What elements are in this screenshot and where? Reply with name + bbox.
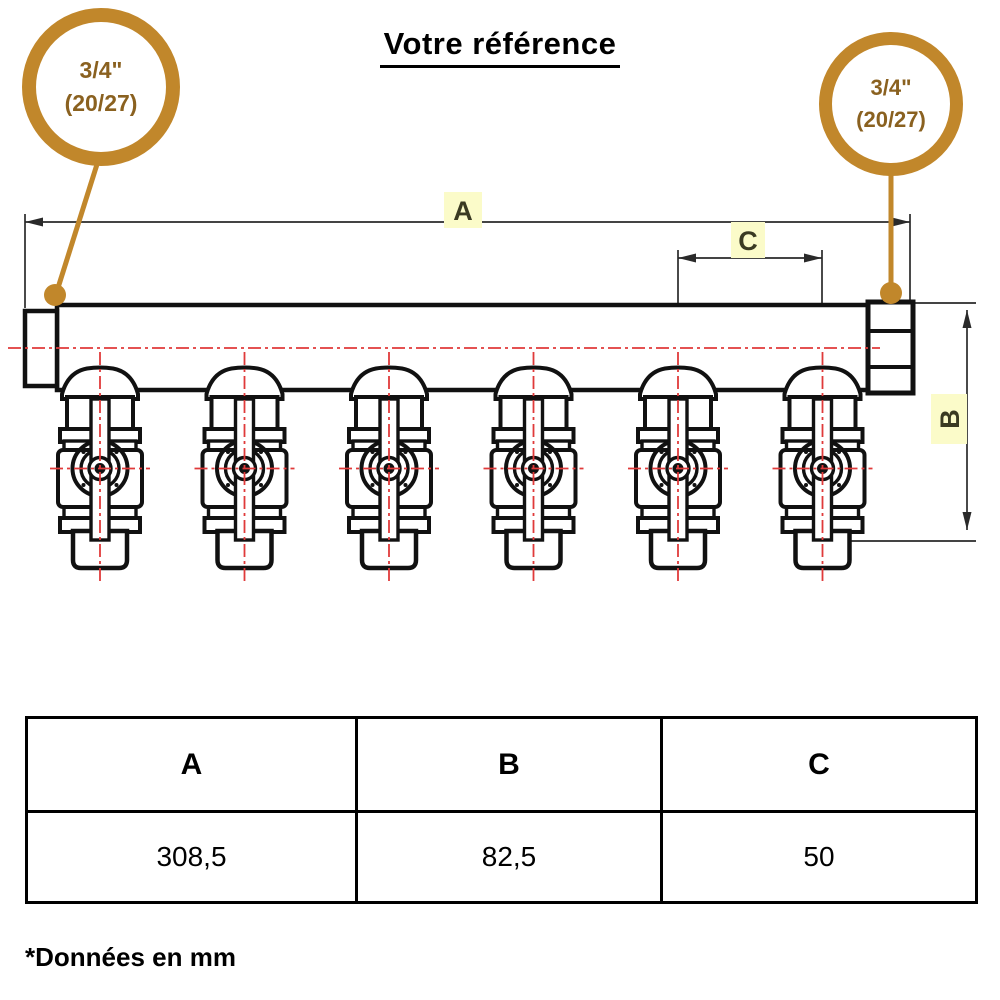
arrowhead-icon (804, 253, 822, 263)
arrowhead-icon (962, 310, 972, 328)
arrowhead-icon (25, 217, 43, 227)
table-value-row: 308,5 82,5 50 (25, 810, 978, 904)
outlet-valve (195, 352, 295, 585)
outlet-valve (50, 352, 150, 585)
outlet-valve (773, 352, 873, 585)
leader-dot (44, 284, 66, 306)
right-pipe-size-callout: 3/4" (20/27) (819, 32, 963, 176)
arrowhead-icon (962, 512, 972, 530)
table-header-a: A (25, 716, 358, 813)
table-value-b: 82,5 (355, 810, 663, 904)
right-callout-gaz: (20/27) (856, 107, 926, 132)
left-pipe-size-callout: 3/4" (20/27) (22, 8, 180, 166)
table-header-b: B (355, 716, 663, 813)
outlet-valve (628, 352, 728, 585)
arrowhead-icon (892, 217, 910, 227)
left-callout-size: 3/4" (79, 56, 123, 83)
outlet-valve (339, 352, 439, 585)
table-value-a: 308,5 (25, 810, 358, 904)
table-header-c: C (660, 716, 978, 813)
dimension-c-label: C (738, 226, 758, 256)
table-header-row: A B C (25, 716, 978, 813)
page-title-wrap: Votre référence (0, 26, 1000, 68)
dimension-a-label: A (453, 196, 473, 226)
dimension-b-label: B (935, 409, 965, 429)
table-value-c: 50 (660, 810, 978, 904)
outlet-valve (484, 352, 584, 585)
dimension-a: A (24, 192, 911, 308)
leader-dot (880, 282, 902, 304)
callout-leaders (44, 157, 902, 306)
right-callout-size: 3/4" (870, 75, 912, 101)
page-title: Votre référence (379, 26, 621, 68)
units-note: *Données en mm (25, 942, 236, 972)
arrowhead-icon (678, 253, 696, 263)
left-callout-gaz: (20/27) (64, 90, 138, 116)
dimensions-table: A B C 308,5 82,5 50 (25, 716, 978, 904)
manifold-body (8, 299, 916, 585)
